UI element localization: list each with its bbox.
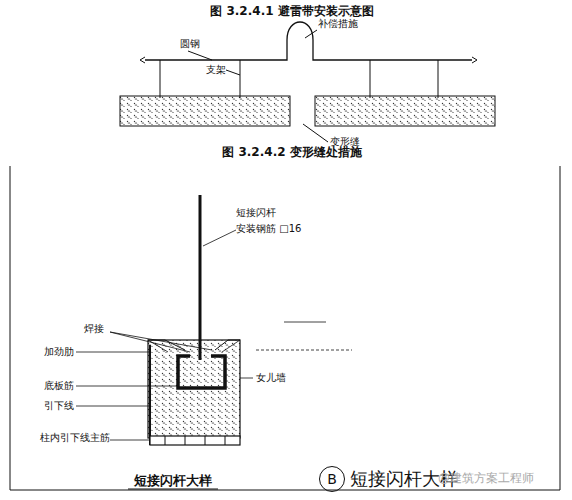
- part-label: 加劲肋: [44, 346, 74, 357]
- part-label: 女儿墙: [256, 372, 286, 383]
- watermark: @建筑方案工程师: [438, 472, 534, 485]
- part-label: 圆钢: [180, 38, 200, 49]
- figure-title: 图 3.2.4.2 变形缝处措施: [222, 146, 361, 159]
- part-label: 底板筋: [44, 380, 74, 391]
- callout-letter: B: [327, 472, 337, 486]
- part-label: 引下线: [44, 400, 74, 411]
- callout-circle: B: [319, 466, 345, 492]
- figure-title: 图 3.2.4.1 避雷带安装示意图: [210, 5, 373, 18]
- part-label: 补偿措施: [318, 18, 358, 29]
- part-label: 短接闪杆大样: [134, 474, 212, 488]
- part-label: 安装钢筋 □16: [236, 223, 301, 234]
- part-label: 焊接: [84, 323, 104, 334]
- part-label: 支架: [206, 64, 226, 75]
- part-label: 短接闪杆: [236, 207, 276, 218]
- part-label: 柱内引下线主筋: [40, 432, 110, 443]
